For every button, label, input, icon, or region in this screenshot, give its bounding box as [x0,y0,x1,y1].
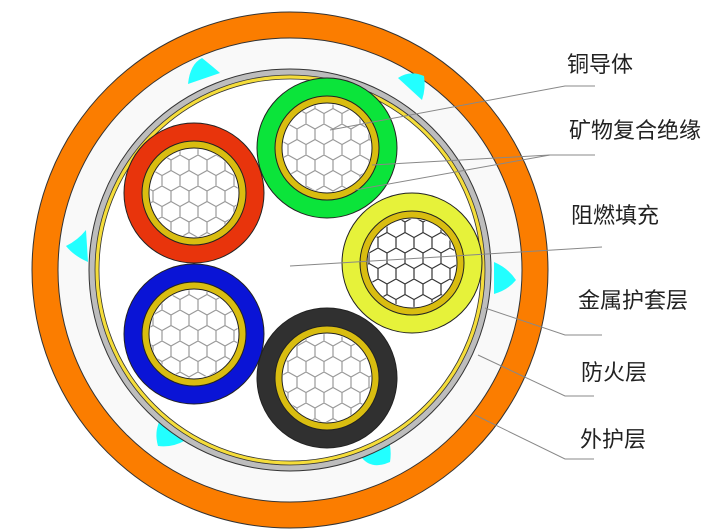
label-metal-sheath: 金属护套层 [578,289,689,314]
marker-wedge [398,73,425,100]
label-fireproof-layer: 防火层 [581,361,648,386]
marker-wedge [66,230,88,262]
label-outer-sheath: 外护层 [580,428,647,453]
leader-line-outer-sheath [474,414,594,460]
copper-conductor [283,104,371,192]
copper-conductor [283,334,371,422]
label-mineral-insulation: 矿物复合绝缘 [569,119,702,144]
label-flame-retardant-filler: 阻燃填充 [571,204,660,229]
core-yellow-green [341,192,483,334]
leader-line-filler [289,246,603,267]
marker-wedge [188,58,220,84]
core-black [256,307,398,449]
copper-conductor [150,290,238,378]
copper-conductor [368,219,456,307]
label-copper-conductor: 铜导体 [567,53,634,78]
leader-line-fireproof [477,354,594,397]
leader-line-copper [329,85,595,131]
core-green [256,77,398,219]
leader-lines [289,85,603,460]
copper-conductor [150,149,238,237]
marker-wedge [494,262,516,294]
leader-line-insulation-2 [354,154,551,191]
core-red [123,122,265,264]
leader-line-metal-sheath [484,307,602,336]
core-blue [123,263,265,405]
